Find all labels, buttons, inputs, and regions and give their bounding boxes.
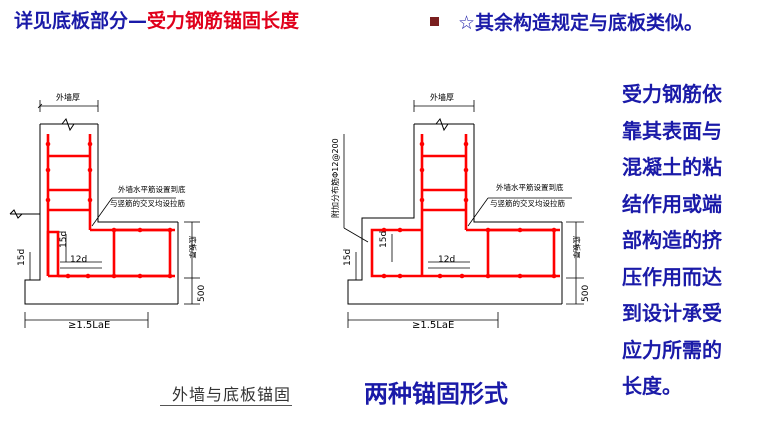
note-line-2-left: 与竖筋的交叉均设拉筋 <box>110 198 185 208</box>
note-line-1-left: 外墙水平筋设置到底 <box>118 184 186 194</box>
definition-line: 混凝土的粘 <box>622 155 722 179</box>
definition-text: 受力钢筋依 靠其表面与 混凝土的粘 结作用或端 部构造的挤 压作用而达 到设计承… <box>622 76 762 405</box>
right-anchorage-drawing: 外墙厚 <box>330 92 591 331</box>
dim-12d: 12d <box>70 255 87 265</box>
note-text: ☆其余构造规定与底板类似。 <box>458 12 704 34</box>
inner-dimensions-left <box>29 234 102 280</box>
anchorage-drawings: 外墙厚 <box>9 92 591 331</box>
wall-thickness-dimension <box>40 100 99 112</box>
anchor-length-label-left: ≥1.5LaE <box>68 320 110 331</box>
anchor-length-label-right: ≥1.5LaE <box>412 320 454 331</box>
title-part-red: 受力钢筋锚固长度 <box>147 10 300 32</box>
dim-15d-outer-right: 15d <box>343 249 353 266</box>
definition-line: 受力钢筋依 <box>622 82 722 106</box>
anchor-length-dimension-left <box>24 312 149 328</box>
definition-line: 应力所需的 <box>622 337 722 362</box>
wall-thickness-dimension-right <box>413 100 475 112</box>
square-bullet-icon <box>430 17 439 26</box>
definition-line: 压作用而达 <box>622 264 722 289</box>
definition-line: 靠其表面与 <box>622 118 722 143</box>
drawing-caption: 外墙与底板锚固 <box>172 385 292 404</box>
wall-thickness-label-right: 外墙厚 <box>430 92 454 102</box>
title-part-blue: 详见底板部分— <box>14 10 148 32</box>
slab-dimensions-right <box>566 221 584 305</box>
anchor-length-dimension-right <box>347 312 499 328</box>
definition-line: 长度。 <box>622 374 682 398</box>
page-title: 详见底板部分—受力钢筋锚固长度 <box>14 6 299 36</box>
note-leader-right <box>467 197 572 227</box>
extra-bar-leader <box>343 134 369 243</box>
slab-dimensions-left <box>184 221 200 305</box>
dim-15d-outer: 15d <box>17 249 27 266</box>
dim-12d-right: 12d <box>438 255 455 265</box>
definition-line: 部构造的挤 <box>622 228 722 252</box>
definition-line: 结作用或端 <box>622 191 722 216</box>
extra-bar-label: 附加分布筋Φ12@200 <box>330 138 340 218</box>
concrete-outline <box>9 117 179 305</box>
definition-line: 到设计承受 <box>622 301 722 325</box>
note-line-1-right: 外墙水平筋设置到底 <box>496 182 564 192</box>
note-line-2-right: 与竖筋的交叉均设拉筋 <box>490 198 565 208</box>
wall-thickness-label: 外墙厚 <box>56 92 80 102</box>
slab-thickness-label-left: 底板厚 <box>188 236 198 259</box>
rebar-dots-right <box>381 141 557 279</box>
dim-500-left: 500 <box>197 285 207 302</box>
dim-15d-inner-right: 15d <box>379 231 389 248</box>
note-leader-left <box>91 197 176 227</box>
dim-15d-inner: 15d <box>59 231 69 248</box>
section-heading: 两种锚固形式 <box>364 380 508 408</box>
inner-dimensions-right <box>355 234 470 280</box>
left-anchorage-drawing: 外墙厚 <box>9 92 207 331</box>
slab-thickness-label-right: 底板厚 <box>572 236 582 259</box>
rebar-dots-left <box>45 141 173 279</box>
concrete-outline-right <box>347 117 563 305</box>
dim-500-right: 500 <box>581 285 591 302</box>
caption-underline <box>160 405 292 406</box>
